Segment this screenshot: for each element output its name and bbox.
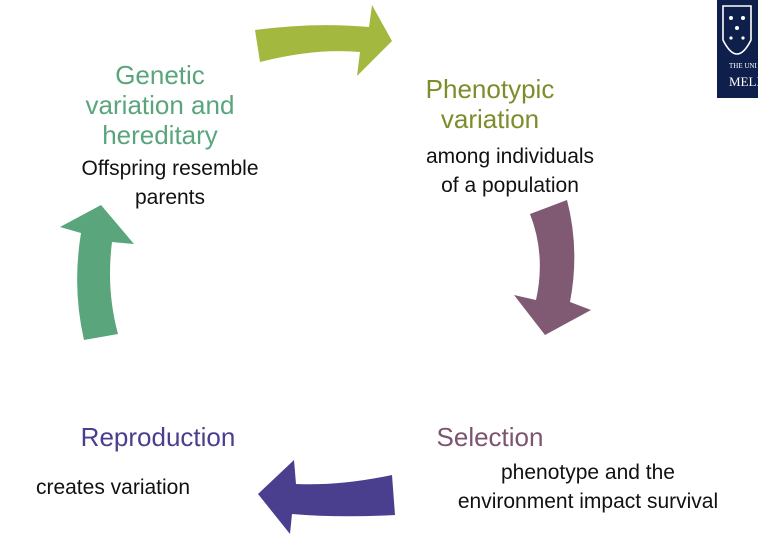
genetic-title-line: variation and [85, 90, 235, 120]
genetic-desc-line: parents [134, 186, 206, 209]
phenotypic-variation-title: Phenotypic variation [395, 74, 585, 134]
selection-desc-line: environment impact survival [457, 490, 719, 513]
phenotypic-title-line: Phenotypic [425, 74, 555, 104]
genetic-desc-line: Offspring resemble [81, 157, 259, 180]
logo-text-line2: MELI [729, 74, 758, 89]
selection-description: phenotype and the environment impact sur… [420, 458, 756, 516]
reproduction-description: creates variation [10, 473, 216, 502]
phenotypic-desc-line: among individuals [425, 145, 595, 168]
genetic-title-line: Genetic [115, 60, 205, 90]
genetic-variation-description: Offspring resemble parents [55, 154, 285, 212]
phenotypic-variation-description: among individuals of a population [395, 142, 625, 200]
genetic-title-line: hereditary [102, 120, 218, 150]
selection-title: Selection [410, 422, 570, 452]
logo-text-line1: THE UNI [729, 62, 757, 70]
reproduction-title: Reproduction [60, 422, 256, 452]
reproduction-desc-line: creates variation [35, 476, 191, 499]
phenotypic-title-line: variation [440, 104, 540, 134]
crest-icon [722, 5, 752, 55]
selection-desc-line: phenotype and the [501, 461, 675, 484]
selection-title-line: Selection [436, 422, 544, 452]
phenotypic-desc-line: of a population [441, 174, 579, 197]
reproduction-title-line: Reproduction [80, 422, 236, 452]
university-logo: THE UNI MELI [717, 0, 758, 98]
genetic-variation-title: Genetic variation and hereditary [50, 60, 270, 150]
